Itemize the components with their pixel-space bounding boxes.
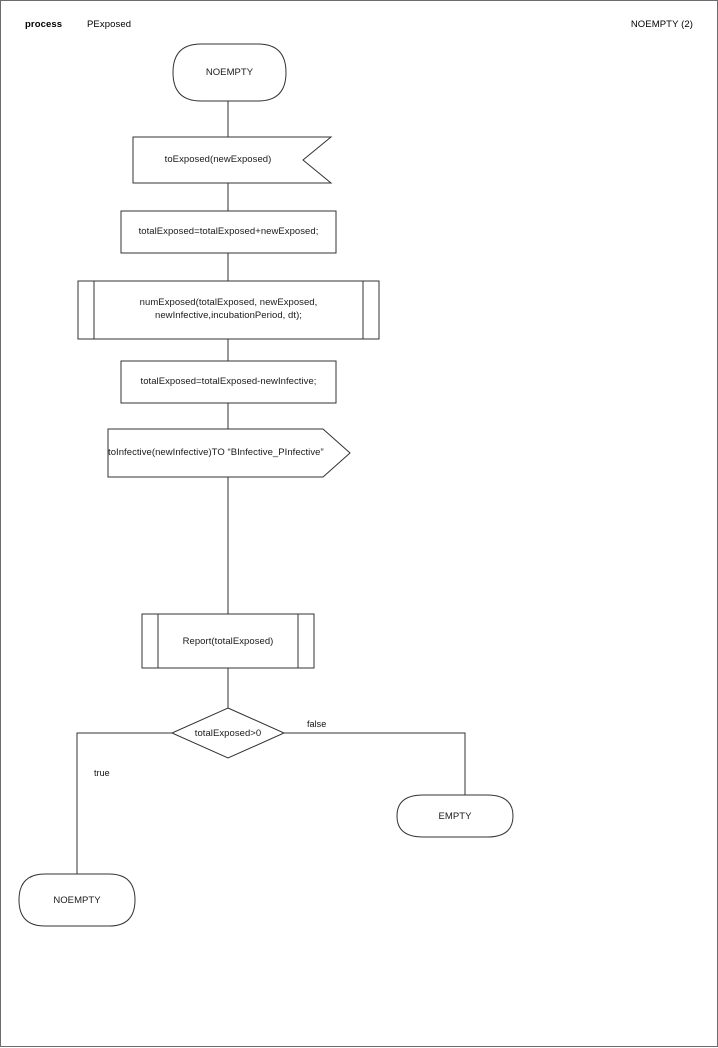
node-subroutine2-label: Report(totalExposed)	[182, 636, 274, 647]
edge-label-false: false	[307, 719, 327, 729]
header-state-label: NOEMPTY (2)	[630, 19, 693, 30]
node-subroutine-report	[141, 613, 315, 669]
node-signal-receive-label: toExposed(newExposed)	[164, 154, 272, 165]
node-signal-receive	[132, 136, 333, 184]
node-subroutine-num-exposed	[77, 280, 380, 340]
node-end-empty	[396, 794, 514, 838]
node-start-terminator	[172, 43, 287, 102]
node-task2-label: totalExposed=totalExposed-newInfective;	[140, 376, 317, 387]
edge-label-true: true	[94, 768, 110, 778]
node-subroutine1-label-line1: numExposed(totalExposed, newExposed,	[139, 297, 318, 308]
node-task-total-exposed-add	[120, 210, 337, 254]
edge-true-branch	[76, 732, 172, 874]
node-decision-label: totalExposed>0	[194, 728, 262, 739]
header-process-name: PExposed	[87, 19, 132, 30]
node-signal-send-label: toInfective(newInfective)TO “BInfective_…	[108, 447, 324, 458]
node-end-noempty-label: NOEMPTY	[53, 895, 101, 906]
edge-false-branch	[284, 732, 466, 795]
node-end-empty-label: EMPTY	[438, 811, 472, 822]
node-start-label: NOEMPTY	[205, 67, 254, 78]
header-process-keyword: process	[25, 19, 63, 30]
node-subroutine1-label-line2: newInfective,incubationPeriod, dt);	[155, 310, 302, 321]
node-task1-label: totalExposed=totalExposed+newExposed;	[138, 226, 319, 237]
node-decision	[170, 707, 286, 759]
node-task-total-exposed-sub	[120, 360, 337, 404]
node-end-noempty	[18, 873, 136, 927]
node-signal-send	[107, 428, 351, 478]
